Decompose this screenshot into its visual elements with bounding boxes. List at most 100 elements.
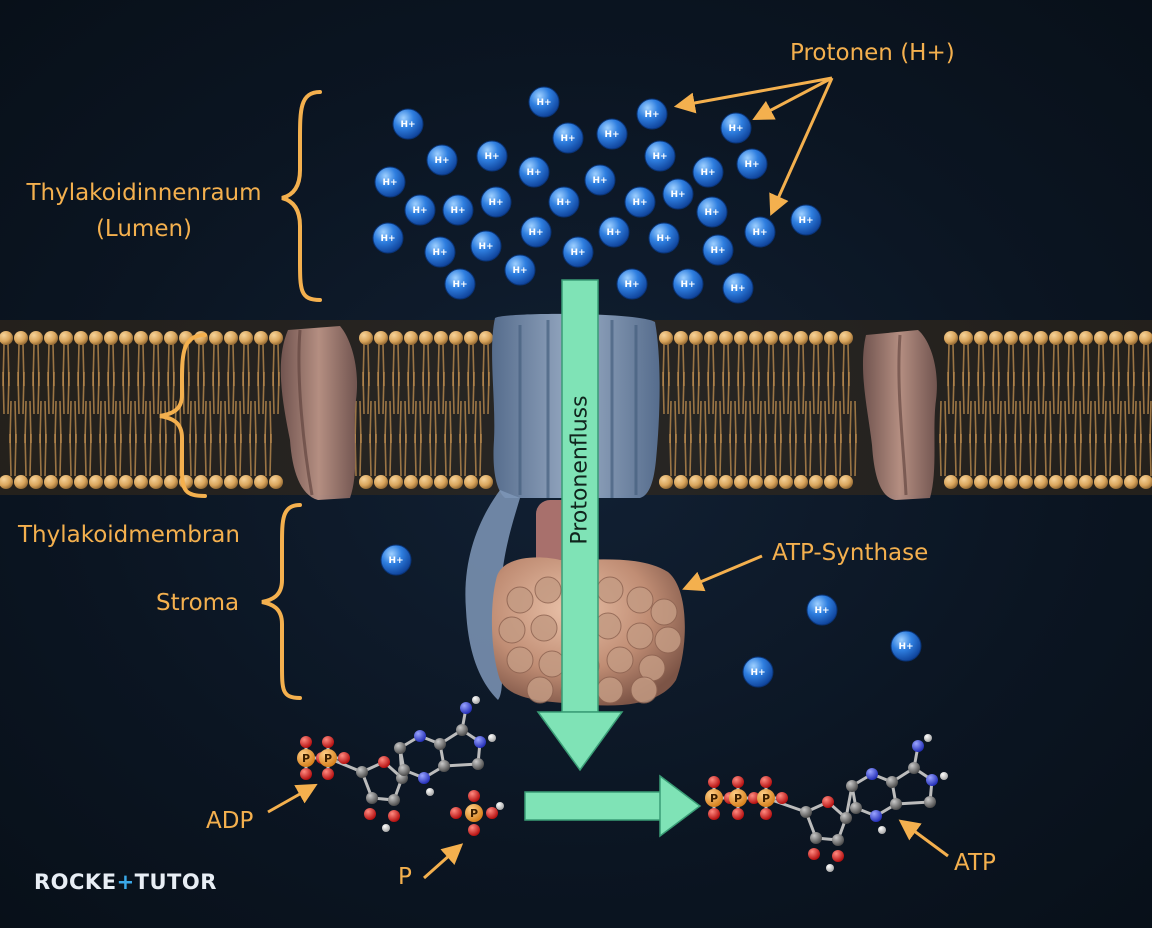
lipid-head xyxy=(419,331,433,345)
lipid-head xyxy=(704,331,718,345)
label-adp: ADP xyxy=(206,808,254,834)
proton-ion: H+ xyxy=(426,144,458,176)
lipid-head xyxy=(29,331,43,345)
lipid-head xyxy=(269,475,283,489)
atom: P xyxy=(465,804,483,822)
lipid-head xyxy=(1004,475,1018,489)
lipid-head xyxy=(434,475,448,489)
lipid-head xyxy=(224,475,238,489)
proton-ion: H+ xyxy=(624,186,656,218)
atom xyxy=(826,864,834,872)
adp-pointer xyxy=(267,783,318,814)
atom xyxy=(366,792,378,804)
atom xyxy=(438,760,450,772)
atom xyxy=(760,776,772,788)
lipid-head xyxy=(659,475,673,489)
lipid-head xyxy=(839,475,853,489)
proton-ion: H+ xyxy=(518,156,550,188)
lipid-head xyxy=(104,331,118,345)
lipid-head xyxy=(1034,331,1048,345)
atom xyxy=(322,768,334,780)
lipid-head xyxy=(164,331,178,345)
lipid-head xyxy=(449,331,463,345)
lipid-head xyxy=(809,475,823,489)
lipid-head xyxy=(839,331,853,345)
atom xyxy=(912,740,924,752)
lipid-head xyxy=(1064,331,1078,345)
membrane-protein-right xyxy=(862,330,937,500)
lipid-head xyxy=(944,475,958,489)
svg-text:H+: H+ xyxy=(570,248,585,258)
svg-text:H+: H+ xyxy=(478,242,493,252)
lipid-head xyxy=(119,475,133,489)
atom xyxy=(394,742,406,754)
svg-text:H+: H+ xyxy=(704,208,719,218)
svg-text:H+: H+ xyxy=(526,168,541,178)
lipid-head xyxy=(209,475,223,489)
proton-ion: H+ xyxy=(722,272,754,304)
svg-text:H+: H+ xyxy=(400,120,415,130)
svg-text:H+: H+ xyxy=(750,668,765,678)
svg-text:H+: H+ xyxy=(644,110,659,120)
svg-text:H+: H+ xyxy=(450,206,465,216)
svg-text:H+: H+ xyxy=(434,156,449,166)
label-phosphate: P xyxy=(398,864,412,890)
svg-text:H+: H+ xyxy=(700,168,715,178)
atom xyxy=(760,808,772,820)
atom xyxy=(496,802,504,810)
lipid-head xyxy=(59,331,73,345)
lipid-head xyxy=(209,331,223,345)
lipid-head xyxy=(1109,475,1123,489)
lipid-head xyxy=(734,475,748,489)
lipid-head xyxy=(479,475,493,489)
proton-ion: H+ xyxy=(584,164,616,196)
proton-ion: H+ xyxy=(562,236,594,268)
label-lumen-line2: (Lumen) xyxy=(95,216,193,242)
atom xyxy=(732,808,744,820)
phosphate-pointer xyxy=(423,843,464,880)
proton-ion: H+ xyxy=(662,178,694,210)
svg-text:H+: H+ xyxy=(536,98,551,108)
lipid-head xyxy=(1019,331,1033,345)
atom xyxy=(300,768,312,780)
label-atp-synthase: ATP-Synthase xyxy=(772,540,929,566)
lipid-tails xyxy=(2,343,1152,477)
atom xyxy=(908,762,920,774)
svg-text:P: P xyxy=(762,792,770,805)
atom xyxy=(870,810,882,822)
proton-ion: H+ xyxy=(548,186,580,218)
svg-text:P: P xyxy=(710,792,718,805)
proton-ion: H+ xyxy=(742,656,774,688)
svg-text:H+: H+ xyxy=(730,284,745,294)
lipid-head xyxy=(1139,331,1152,345)
lipid-head xyxy=(0,331,13,345)
svg-text:H+: H+ xyxy=(382,178,397,188)
stroma-brace xyxy=(261,503,302,700)
atp-pointer xyxy=(898,819,949,858)
atom xyxy=(840,812,852,824)
lipid-head xyxy=(464,331,478,345)
proton-ion: H+ xyxy=(672,268,704,300)
lipid-head xyxy=(269,331,283,345)
logo-part1: ROCKE xyxy=(34,870,117,894)
proton-ion: H+ xyxy=(806,594,838,626)
lipid-head xyxy=(1094,331,1108,345)
proton-ion: H+ xyxy=(470,230,502,262)
proton-ion: H+ xyxy=(890,630,922,662)
atom xyxy=(456,724,468,736)
lipid-head xyxy=(359,475,373,489)
lipid-head xyxy=(1139,475,1152,489)
lipid-head xyxy=(779,331,793,345)
proton-ion: H+ xyxy=(692,156,724,188)
proton-ion: H+ xyxy=(372,222,404,254)
atom xyxy=(924,796,936,808)
atom: P xyxy=(705,789,723,807)
svg-text:H+: H+ xyxy=(592,176,607,186)
svg-text:H+: H+ xyxy=(680,280,695,290)
lipid-head xyxy=(959,331,973,345)
lipid-head xyxy=(89,331,103,345)
lipid-head xyxy=(389,475,403,489)
